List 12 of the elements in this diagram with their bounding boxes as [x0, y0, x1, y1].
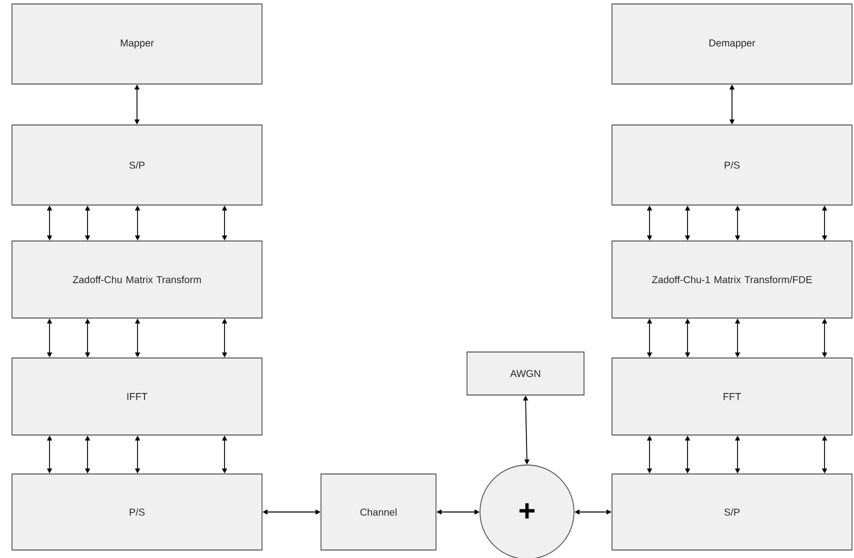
process-box: S/P — [612, 474, 852, 550]
process-box: Demapper — [612, 4, 852, 84]
process-box: AWGN — [466, 352, 584, 396]
process-box: Zadoff-Chu Matrix Transform — [12, 240, 262, 318]
process-box: IFFT — [12, 358, 262, 436]
process-box: P/S — [12, 474, 262, 550]
process-box: S/P — [12, 124, 262, 206]
process-box: FFT — [612, 358, 852, 436]
process-box: Mapper — [12, 4, 262, 84]
process-box: Channel — [320, 474, 436, 550]
process-box: Zadoff-Chu-1 Matrix Transform/FDE — [612, 240, 852, 318]
process-box: P/S — [612, 124, 852, 206]
